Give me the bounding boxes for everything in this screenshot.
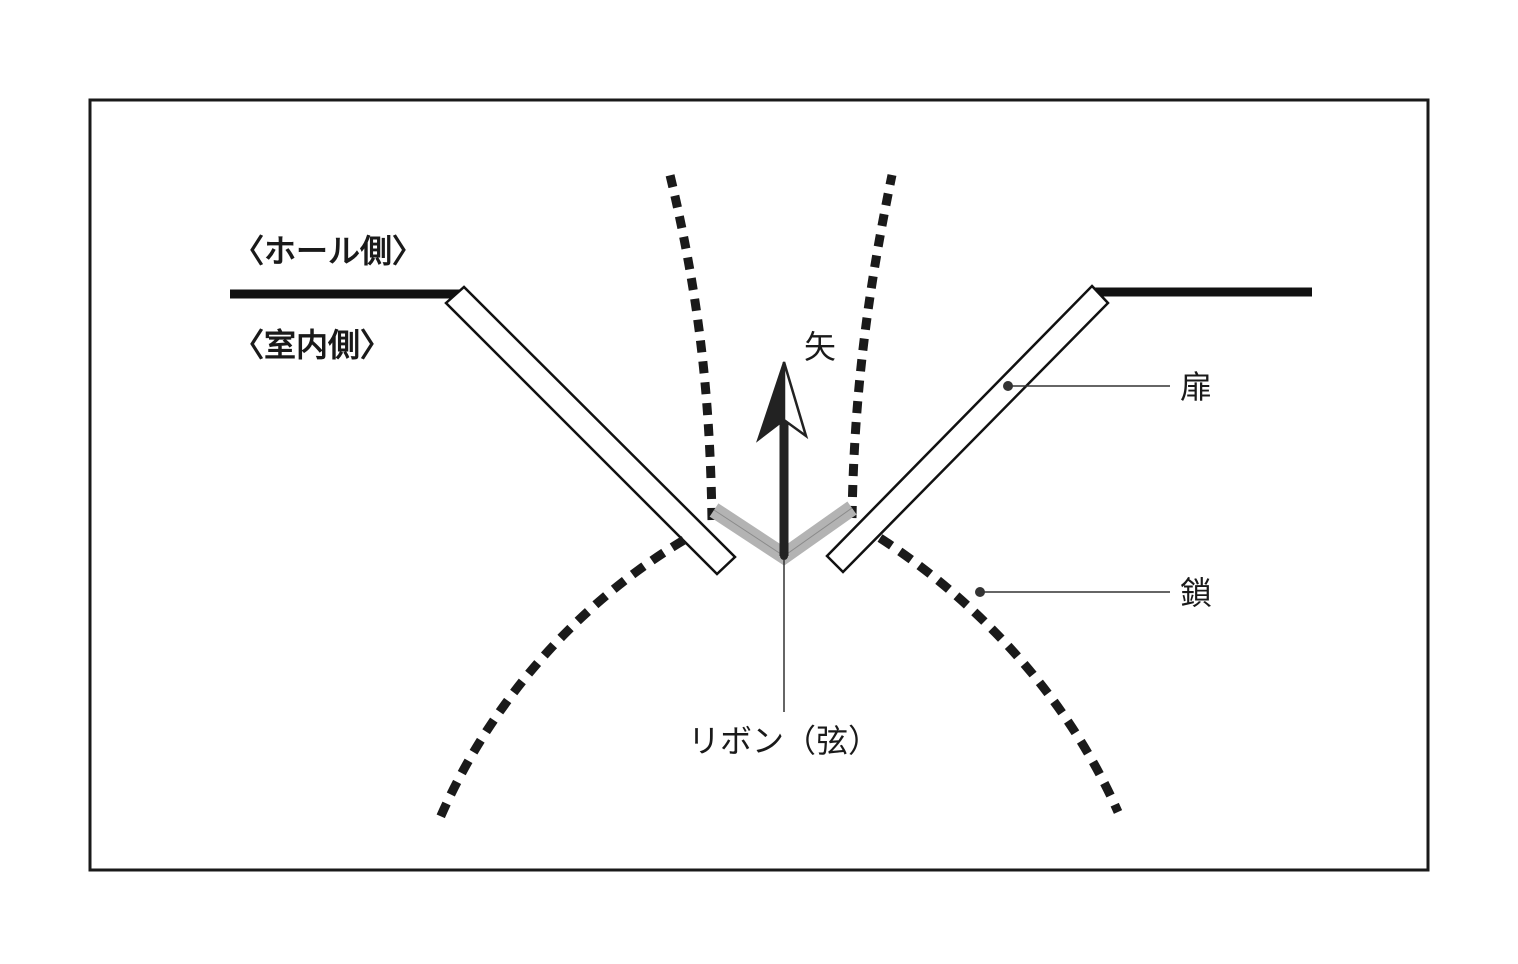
chain-lower-left <box>435 536 687 820</box>
door-right <box>825 284 1110 574</box>
label-ribbon: リボン（弦） <box>688 722 880 760</box>
chain-lower-right <box>877 534 1123 814</box>
label-room-side: 〈室内側〉 <box>232 326 392 364</box>
arrow-nock-dot <box>780 552 788 560</box>
label-door: 扉 <box>1180 368 1212 406</box>
arrow-head-right <box>782 361 809 440</box>
label-chain: 鎖 <box>1180 574 1212 612</box>
chain-upper-right <box>847 174 897 519</box>
door-left <box>444 285 737 576</box>
chain-upper-left <box>665 173 717 521</box>
label-arrow: 矢 <box>804 328 836 366</box>
label-hall-side: 〈ホール側〉 <box>232 232 424 270</box>
diagram-frame <box>88 98 1430 872</box>
